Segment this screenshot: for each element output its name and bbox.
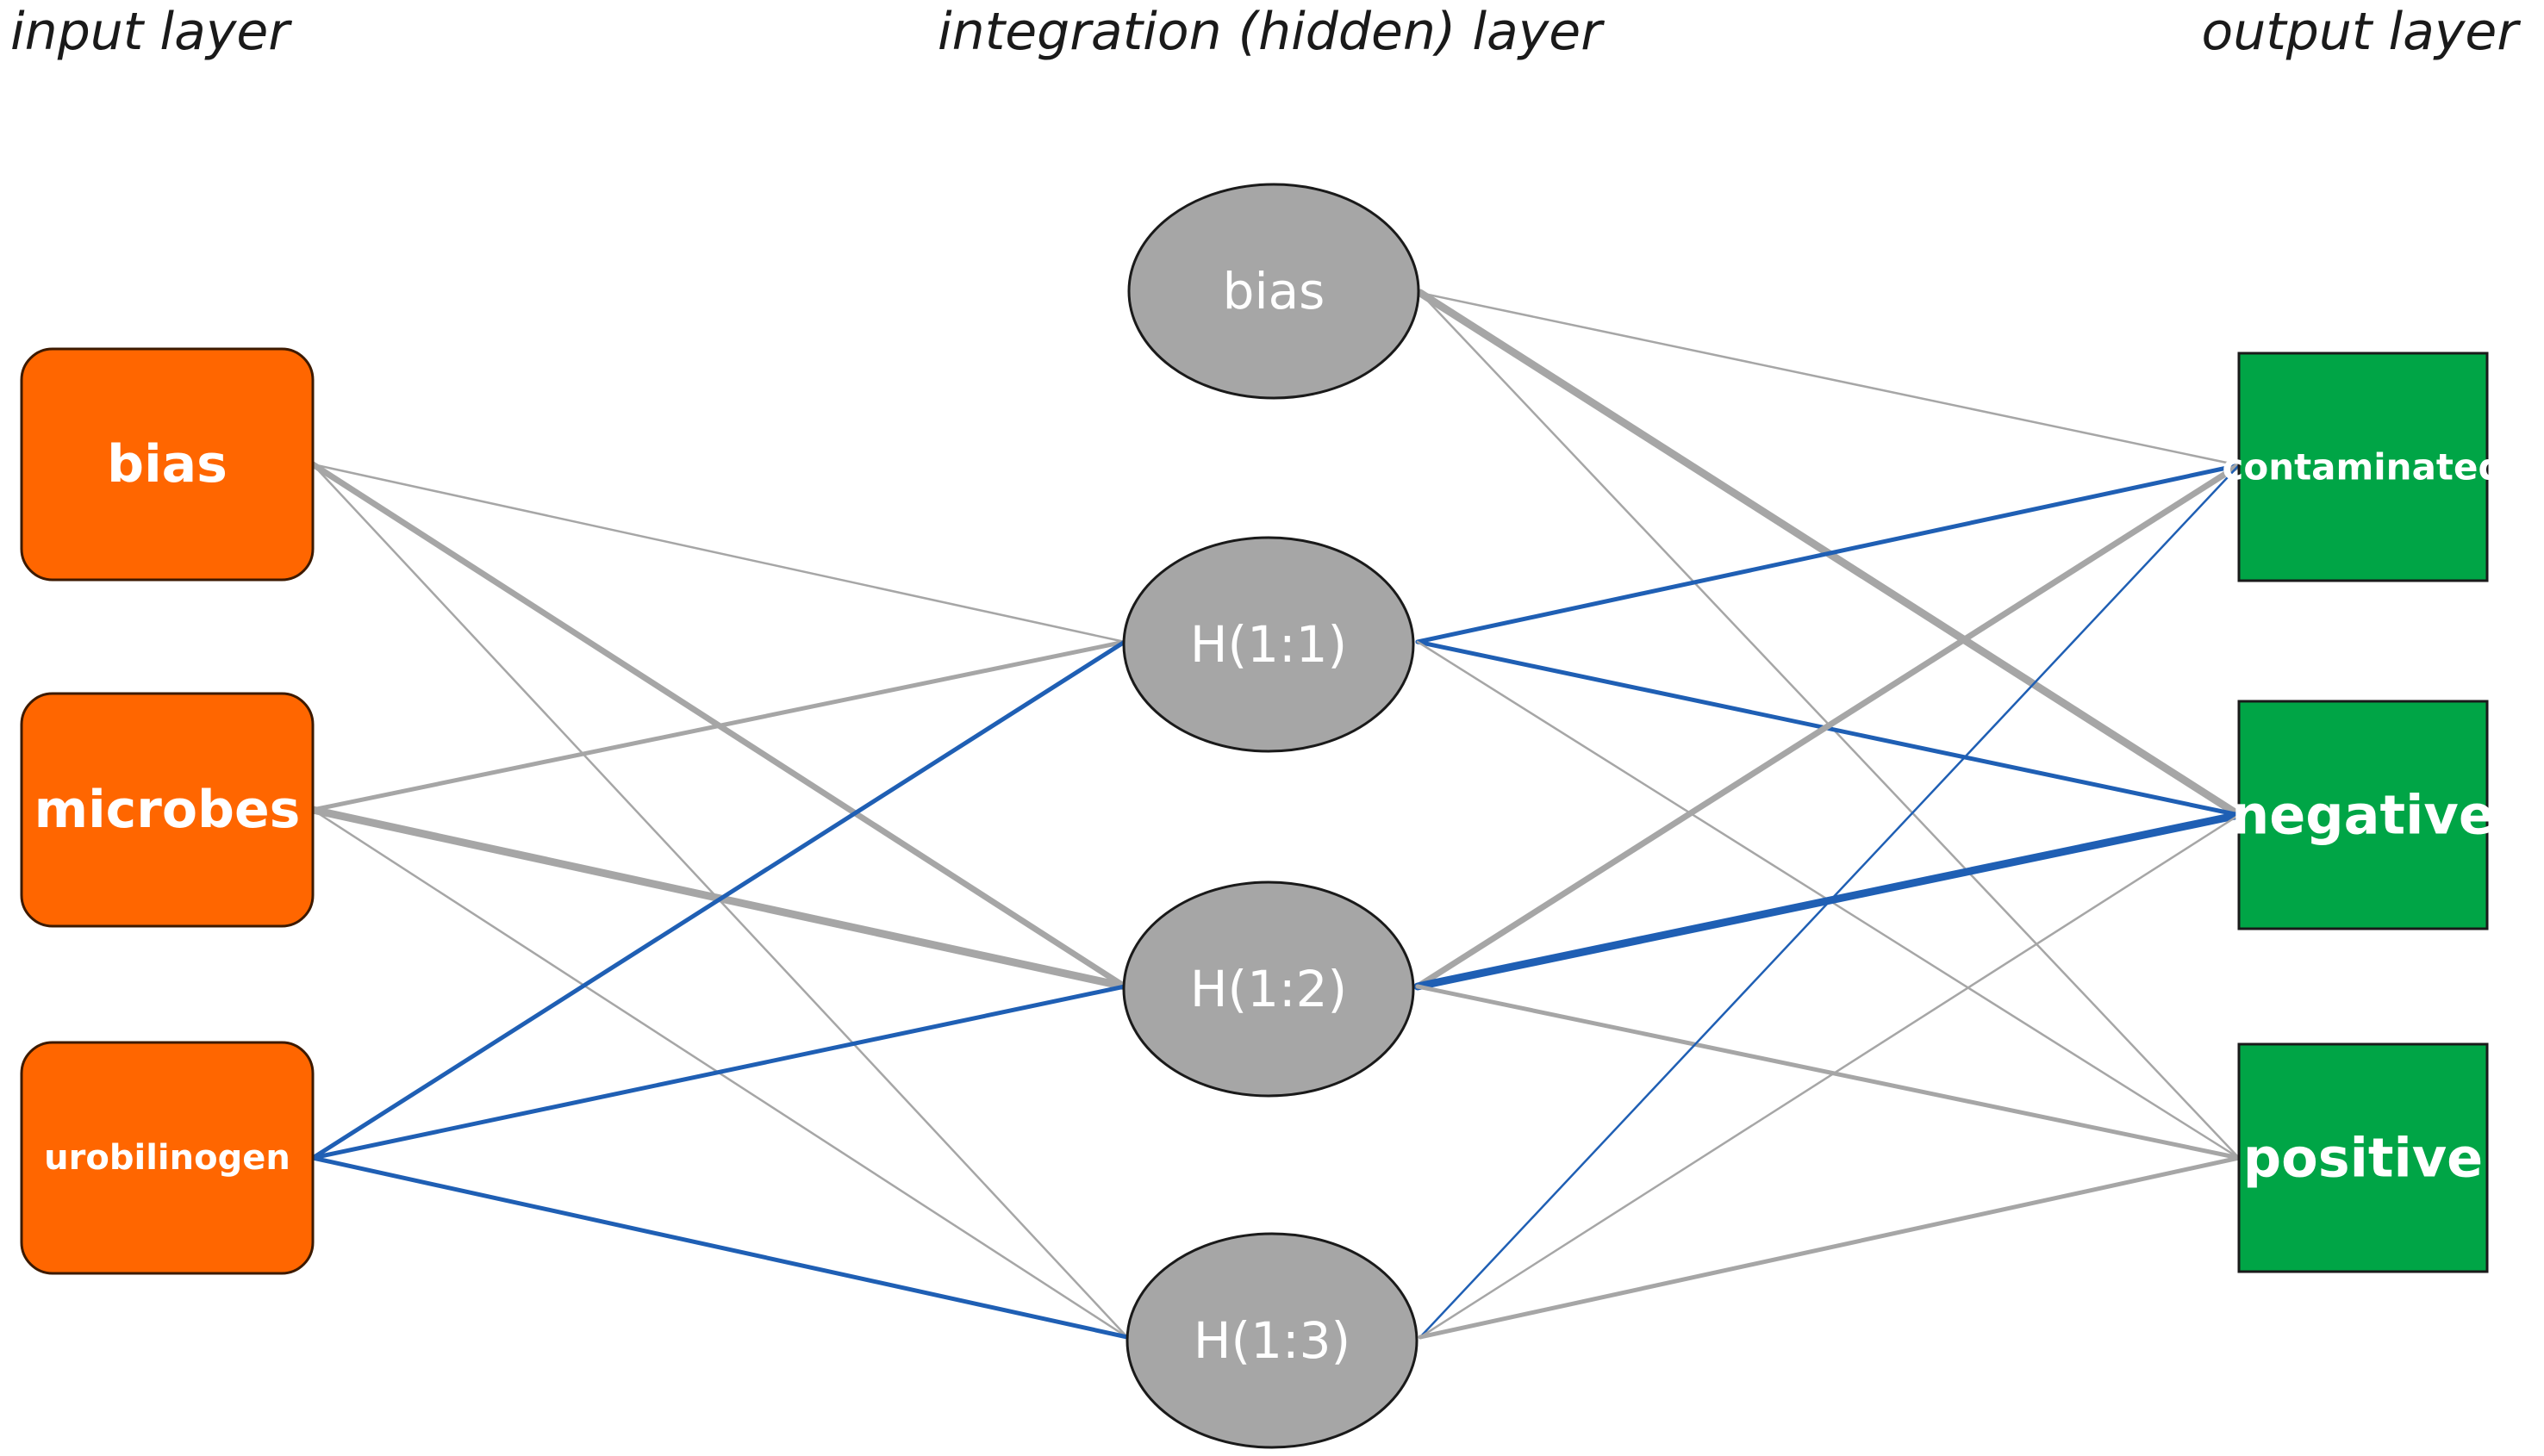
node-shape-h-11: [1122, 536, 1415, 753]
edge-in-microbes-to-h-11: [310, 639, 1127, 812]
node-label-h-11: H(1:1): [1190, 615, 1347, 674]
output-layer-title: output layer: [2201, 2, 2519, 62]
edge-h-13-to-out-contaminated: [1419, 464, 2241, 1339]
connection-edges: [309, 289, 2243, 1340]
node-label-out-negative: negative: [2231, 784, 2495, 847]
edge-h-13-to-out-positive: [1418, 1155, 2242, 1340]
node-shape-in-urobilinogen: [20, 1041, 315, 1275]
edge-h-12-to-out-contaminated: [1414, 462, 2242, 990]
edge-in-urobilinogen-to-h-11: [310, 639, 1127, 1160]
edge-h-12-to-out-positive: [1415, 984, 2242, 1160]
hidden-layer-title: integration (hidden) layer: [938, 2, 1602, 62]
edge-h-13-to-out-negative: [1419, 813, 2241, 1339]
node-shape-out-contaminated: [2237, 352, 2489, 582]
node-in-urobilinogen: urobilinogen: [20, 1041, 315, 1275]
node-label-h-12: H(1:2): [1190, 960, 1347, 1018]
node-shape-out-positive: [2237, 1042, 2489, 1273]
edge-in-bias-to-h-11: [311, 463, 1126, 644]
node-in-microbes: microbes: [20, 692, 315, 928]
node-h-11: H(1:1): [1122, 536, 1415, 753]
node-label-h-13: H(1:3): [1194, 1311, 1350, 1370]
edge-in-urobilinogen-to-h-13: [310, 1155, 1130, 1340]
edge-h-bias-to-out-contaminated: [1419, 291, 2241, 467]
node-out-contaminated: contaminated: [2222, 352, 2504, 582]
node-label-in-microbes: microbes: [34, 780, 301, 840]
node-shape-h-12: [1122, 880, 1415, 1098]
edge-in-urobilinogen-to-h-12: [310, 984, 1127, 1160]
node-shape-h-13: [1125, 1232, 1419, 1449]
input-layer-title: input layer: [10, 2, 290, 62]
node-label-in-urobilinogen: urobilinogen: [44, 1138, 290, 1178]
edge-h-11-to-out-contaminated: [1415, 463, 2242, 644]
node-out-positive: positive: [2237, 1042, 2489, 1273]
edge-h-12-to-out-negative: [1413, 811, 2243, 991]
node-label-in-bias: bias: [107, 434, 228, 495]
node-label-out-positive: positive: [2243, 1127, 2484, 1190]
node-h-12: H(1:2): [1122, 880, 1415, 1098]
node-out-negative: negative: [2231, 700, 2495, 930]
node-shape-in-bias: [20, 347, 315, 582]
node-shape-out-negative: [2237, 700, 2489, 930]
node-shape-h-bias: [1127, 183, 1420, 400]
node-h-13: H(1:3): [1125, 1232, 1419, 1449]
node-in-bias: bias: [20, 347, 315, 582]
node-label-out-contaminated: contaminated: [2222, 446, 2503, 488]
node-label-h-bias: bias: [1223, 262, 1325, 320]
node-h-bias: bias: [1127, 183, 1420, 400]
node-shape-in-microbes: [20, 692, 315, 928]
